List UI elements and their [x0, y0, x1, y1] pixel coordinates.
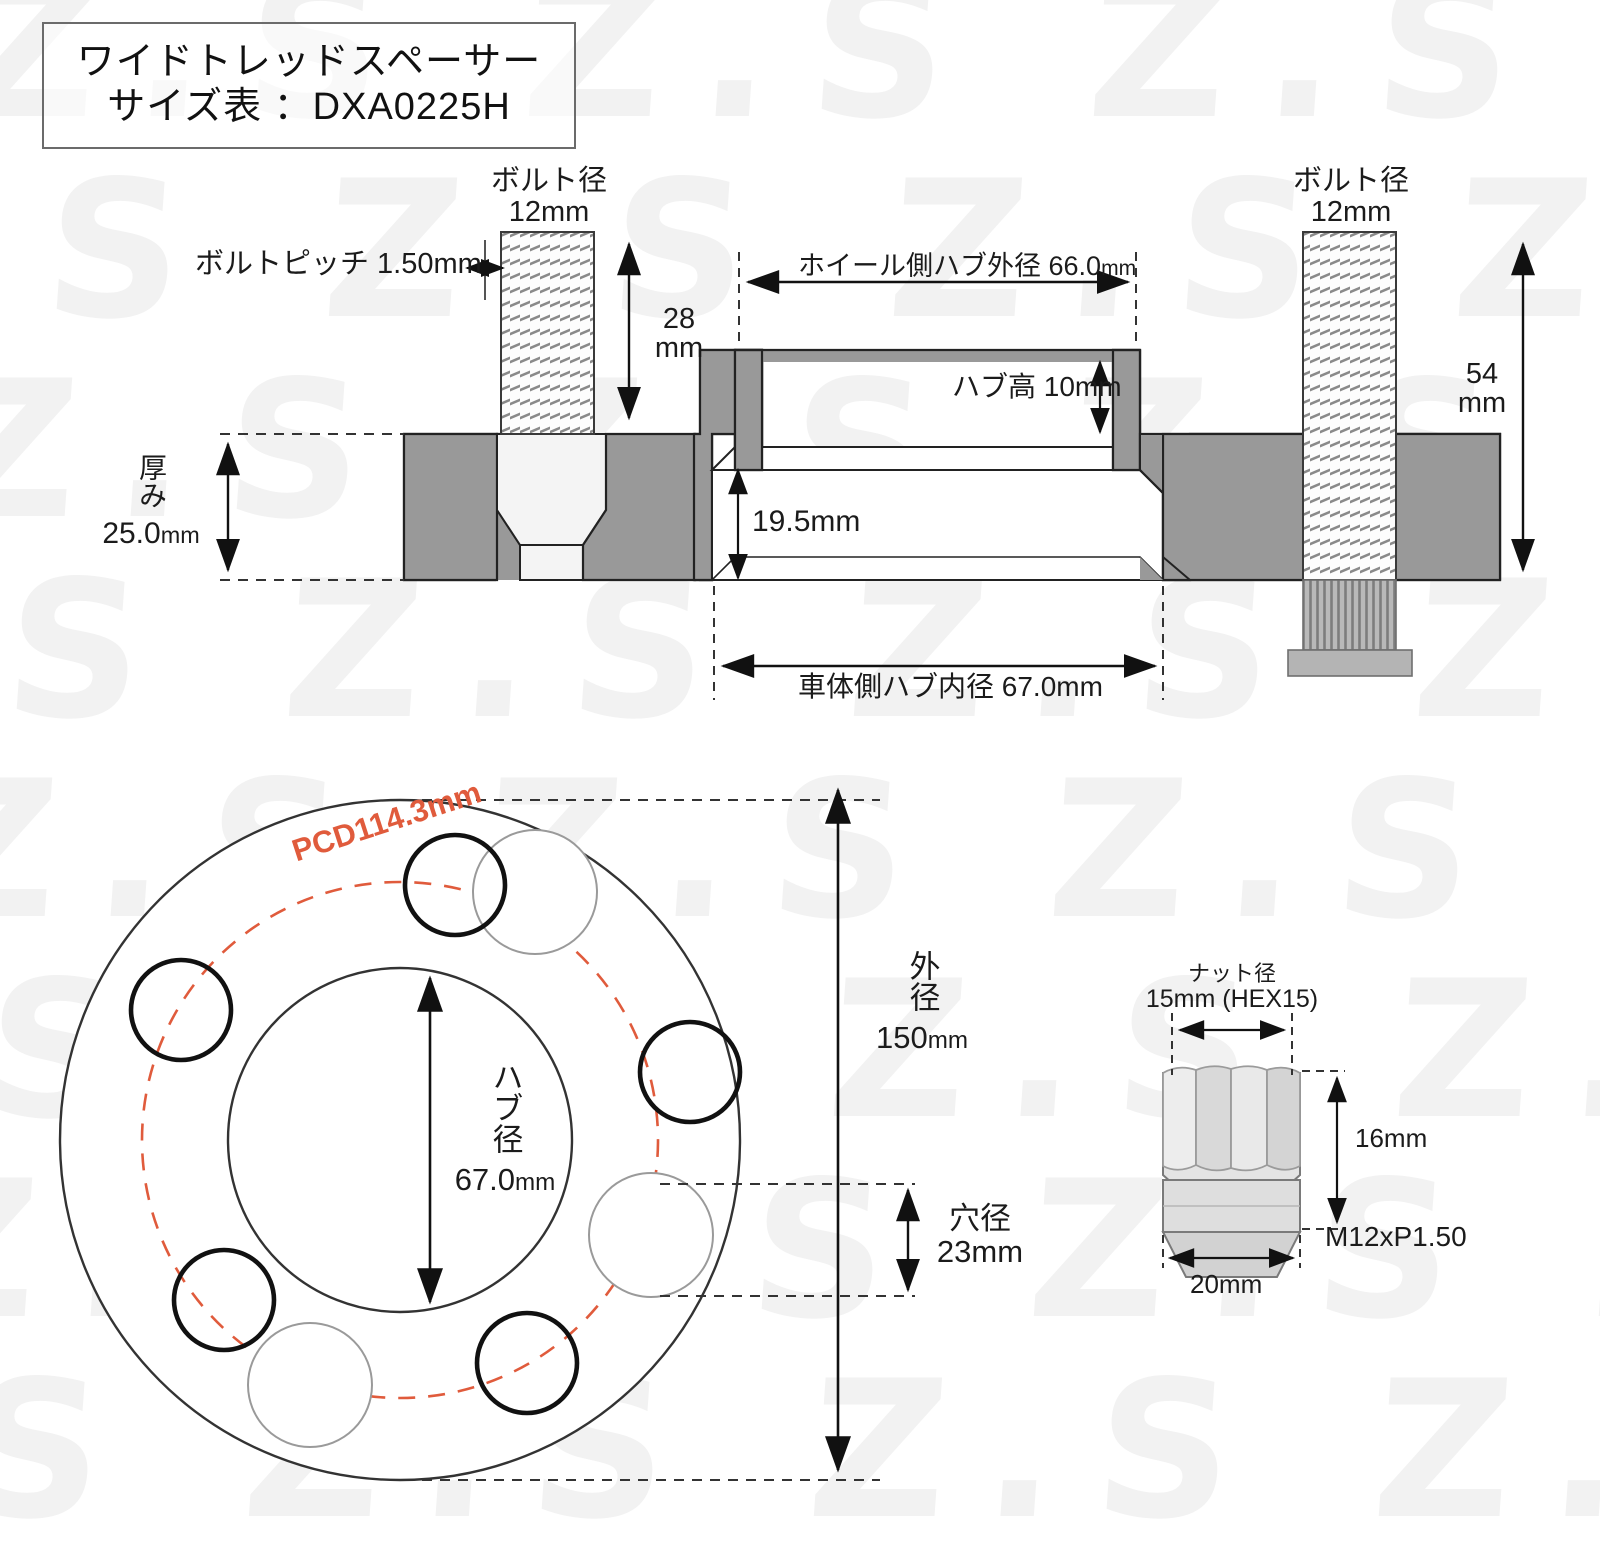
hub-diameter-title: ハブ径	[487, 1060, 523, 1154]
stud-right	[1287, 231, 1413, 677]
label-hub-height: ハブ高 10mm	[952, 371, 1122, 402]
label-nut-width: 20mm	[1190, 1269, 1263, 1299]
label-nut-height: 16mm	[1355, 1123, 1428, 1153]
label-stud-height: 28 mm	[646, 305, 712, 363]
nut-diameter-value: 15mm (HEX15)	[1145, 984, 1319, 1013]
bolt-total-unit: mm	[1457, 387, 1507, 419]
dim-wheel-hub-outer	[738, 252, 1137, 348]
title-line-1: ワイドトレッドスペーサー	[76, 40, 542, 83]
label-nut-diameter: ナット径 15mm (HEX15)	[1133, 962, 1331, 1013]
nut-diameter-title: ナット径	[1187, 961, 1276, 986]
label-bolt-pitch: ボルトピッチ 1.50mm	[195, 248, 482, 280]
label-bolt-diameter-left: ボルト径 12mm	[486, 165, 612, 229]
cross-section-view	[216, 231, 1535, 700]
title-box: ワイドトレッドスペーサー サイズ表 ：DXA0225H	[42, 22, 576, 149]
bolt-diameter-left-value: 12mm	[508, 196, 590, 229]
outer-diameter-number: 150	[875, 1020, 928, 1055]
bolt-diameter-right-title: ボルト径	[1292, 165, 1409, 197]
label-wheel-hub-outer: ホイール側ハブ外径 66.0mm	[798, 251, 1137, 281]
dim-nut-height	[1302, 1070, 1347, 1230]
thickness-title: 厚み	[136, 453, 167, 509]
dim-body-hub-inner	[713, 586, 1164, 700]
outer-diameter-unit: mm	[927, 1027, 968, 1054]
bolt-diameter-left-title: ボルト径	[490, 165, 607, 197]
dim-outer-diameter	[404, 787, 880, 1481]
hub-diameter-unit: mm	[515, 1169, 556, 1196]
dim-hole-diameter	[660, 1183, 920, 1297]
bolt-diameter-right-value: 12mm	[1310, 196, 1392, 229]
label-inner-depth: 19.5mm	[752, 505, 861, 538]
spacer-body	[402, 348, 1502, 582]
label-body-hub-inner: 車体側ハブ内径 67.0mm	[798, 671, 1103, 702]
hub-diameter-value: 67.0mm	[440, 1163, 570, 1196]
outer-diameter-title: 外径	[904, 950, 940, 1012]
stud-left	[500, 231, 595, 435]
wheel-hub-outer-text: ホイール側ハブ外径 66.0	[798, 251, 1102, 281]
stud-height-value: 28	[662, 303, 696, 335]
label-nut-thread: M12xP1.50	[1325, 1221, 1467, 1252]
hole-diameter-value: 23mm	[936, 1234, 1024, 1270]
stud-height-unit: mm	[654, 332, 704, 364]
label-bolt-diameter-right: ボルト径 12mm	[1288, 165, 1414, 229]
thickness-number: 25.0	[102, 517, 161, 550]
label-hub-diameter: ハブ径 67.0mm	[440, 1055, 570, 1197]
label-outer-diameter: 外径 150mm	[858, 945, 986, 1054]
title-line-2: サイズ表 ：DXA0225H	[107, 85, 511, 128]
bolt-total-value: 54	[1465, 358, 1499, 390]
wheel-hub-outer-unit: mm	[1101, 257, 1137, 280]
dim-thickness	[216, 433, 404, 581]
label-hole-diameter: 穴径 23mm	[920, 1202, 1040, 1269]
dim-nut-width	[1162, 1235, 1301, 1268]
hole-diameter-title: 穴径	[949, 1201, 1011, 1236]
nut-view	[1161, 1013, 1347, 1278]
label-thickness: 厚み 25.0mm	[86, 446, 216, 550]
dim-nut-hex	[1171, 1013, 1293, 1075]
hub-diameter-number: 67.0	[454, 1162, 516, 1197]
label-bolt-total-length: 54 mm	[1448, 360, 1516, 418]
thickness-unit: mm	[160, 522, 200, 548]
outer-diameter-value: 150mm	[858, 1021, 986, 1054]
plan-view	[58, 787, 920, 1482]
plan-bolt-holes	[128, 832, 743, 1416]
dim-bolt-pitch	[465, 240, 505, 300]
plan-counterbore-holes	[247, 829, 714, 1448]
thickness-value: 25.0mm	[86, 517, 216, 550]
